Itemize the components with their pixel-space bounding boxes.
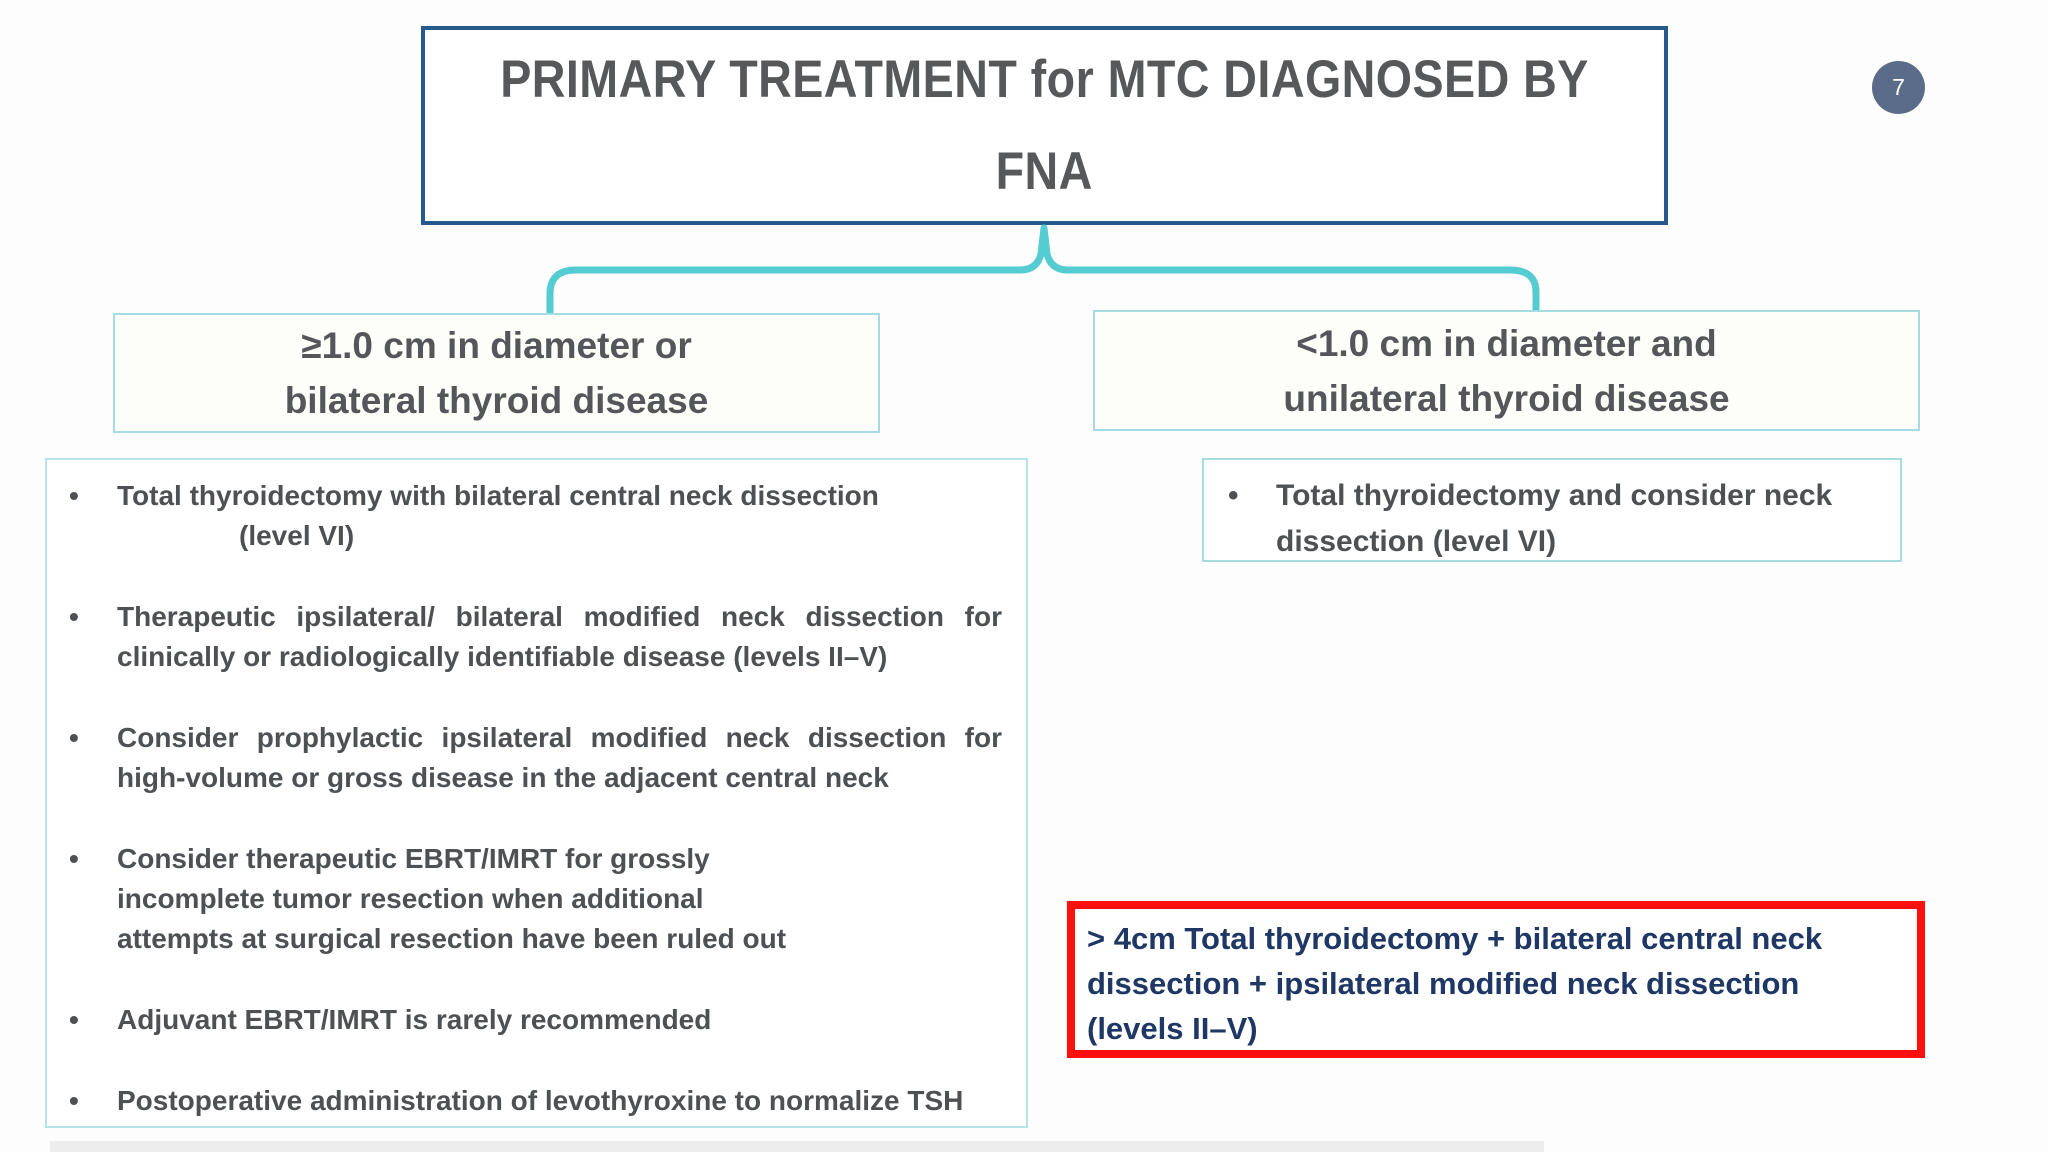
list-item: • Consider therapeutic EBRT/IMRT for gro… bbox=[65, 839, 1002, 959]
right-branch-header-line2: unilateral thyroid disease bbox=[1283, 377, 1730, 419]
list-item: • Therapeutic ipsilateral/ bilateral mod… bbox=[65, 597, 1002, 677]
list-item-text: dissection (level VI) bbox=[1276, 525, 1557, 558]
slide-title-line2: FNA bbox=[995, 141, 1094, 201]
bullet-marker-icon: • bbox=[69, 722, 79, 753]
left-branch-header-line1: ≥1.0 cm in diameter or bbox=[301, 325, 692, 366]
list-item-text: clinically or radiologically identifiabl… bbox=[117, 641, 888, 672]
list-item: • Total thyroidectomy and consider neck … bbox=[1224, 473, 1890, 565]
left-branch-header: ≥1.0 cm in diameter or bilateral thyroid… bbox=[113, 313, 880, 433]
left-treatment-list: • Total thyroidectomy with bilateral cen… bbox=[45, 458, 1028, 1128]
list-item-text: Total thyroidectomy and consider neck bbox=[1276, 479, 1833, 512]
list-item-text: attempts at surgical resection have been… bbox=[117, 923, 787, 954]
list-item-text: incomplete tumor resection when addition… bbox=[117, 883, 704, 914]
large-tumor-callout: > 4cm Total thyroidectomy + bilateral ce… bbox=[1067, 901, 1925, 1058]
list-item-text: Consider prophylactic ipsilateral modifi… bbox=[117, 722, 1002, 753]
bullet-marker-icon: • bbox=[69, 601, 79, 632]
page-number-badge: 7 bbox=[1872, 61, 1925, 114]
list-item-text: Adjuvant EBRT/IMRT is rarely recommended bbox=[117, 1004, 712, 1035]
list-item: • Postoperative administration of levoth… bbox=[65, 1081, 1002, 1121]
list-item-text: high-volume or gross disease in the adja… bbox=[117, 762, 889, 793]
page-number: 7 bbox=[1892, 74, 1905, 100]
bullet-marker-icon: • bbox=[69, 1004, 79, 1035]
bullet-marker-icon: • bbox=[69, 480, 79, 511]
list-item-text: Consider therapeutic EBRT/IMRT for gross… bbox=[117, 843, 710, 874]
slide-title-line1: PRIMARY TREATMENT for MTC DIAGNOSED BY bbox=[500, 49, 1589, 109]
list-item: • Adjuvant EBRT/IMRT is rarely recommend… bbox=[65, 1000, 1002, 1040]
right-branch-header: <1.0 cm in diameter and unilateral thyro… bbox=[1093, 310, 1920, 431]
callout-text: (levels II–V) bbox=[1087, 1011, 1258, 1046]
callout-text: > 4cm Total thyroidectomy + bilateral ce… bbox=[1087, 921, 1823, 956]
bullet-marker-icon: • bbox=[69, 843, 79, 874]
list-item-text: Postoperative administration of levothyr… bbox=[117, 1085, 964, 1116]
slide-edge-shadow bbox=[50, 1141, 1544, 1152]
left-branch-header-line2: bilateral thyroid disease bbox=[284, 380, 709, 421]
list-item-text: (level VI) bbox=[239, 520, 355, 551]
bullet-marker-icon: • bbox=[69, 1085, 79, 1116]
right-branch-header-line1: <1.0 cm in diameter and bbox=[1296, 322, 1717, 364]
right-treatment-list: • Total thyroidectomy and consider neck … bbox=[1202, 458, 1902, 562]
title-box: PRIMARY TREATMENT for MTC DIAGNOSED BY F… bbox=[421, 26, 1668, 225]
list-item: • Consider prophylactic ipsilateral modi… bbox=[65, 718, 1002, 798]
callout-text: dissection + ipsilateral modified neck d… bbox=[1087, 966, 1800, 1001]
list-item: • Total thyroidectomy with bilateral cen… bbox=[65, 476, 1002, 556]
list-item-text: Therapeutic ipsilateral/ bilateral modif… bbox=[117, 601, 1002, 632]
list-item-text: Total thyroidectomy with bilateral centr… bbox=[117, 480, 879, 511]
brace-path bbox=[546, 224, 1540, 319]
bullet-marker-icon: • bbox=[1228, 479, 1239, 512]
